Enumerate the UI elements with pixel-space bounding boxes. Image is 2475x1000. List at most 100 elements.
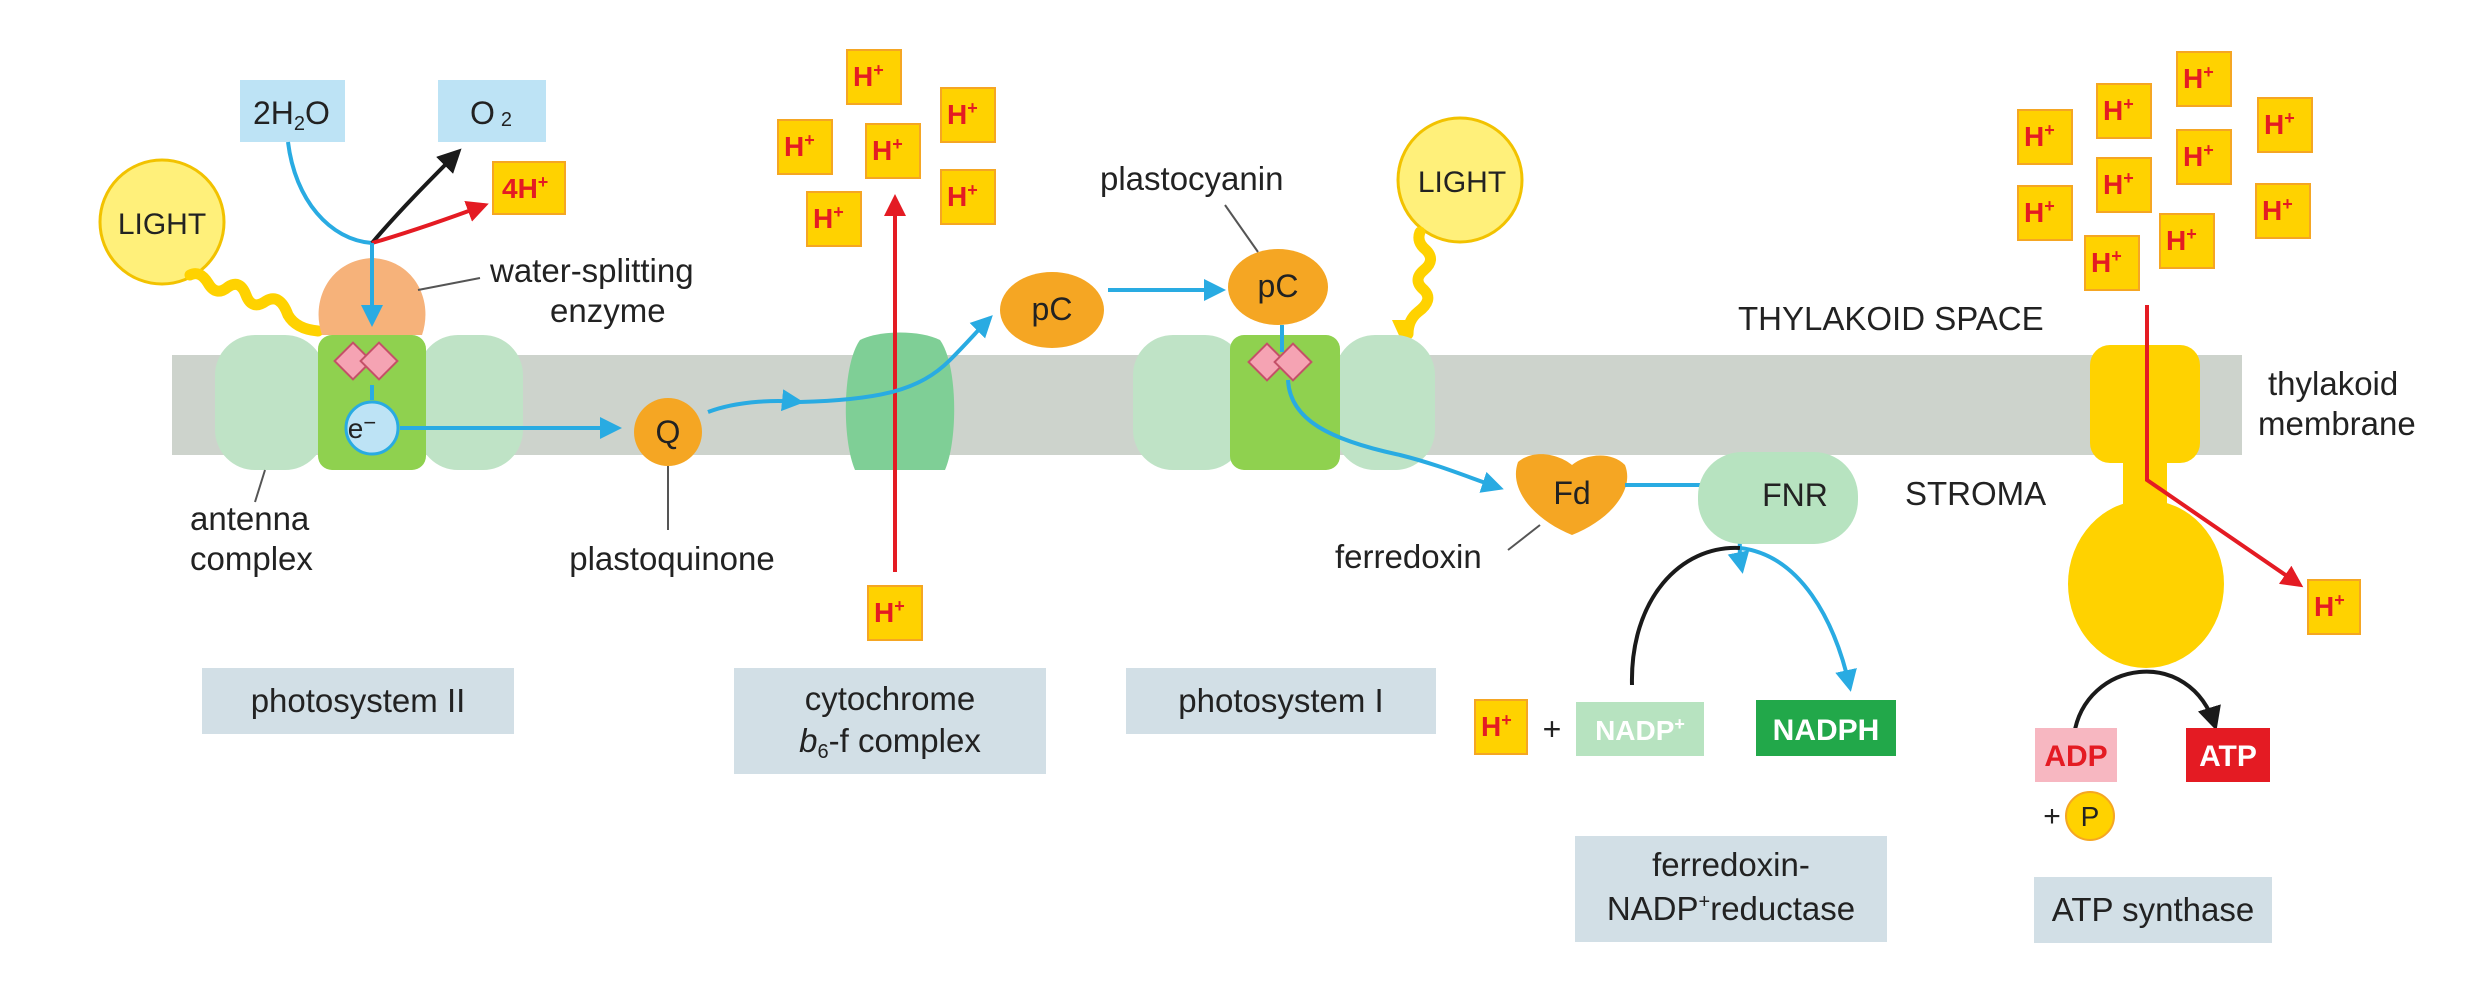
- svg-text:H+: H+: [947, 180, 978, 212]
- cytochrome-caption-line1: cytochrome: [805, 680, 976, 717]
- phosphate-node: [2065, 791, 2115, 841]
- plastoquinone-label: plastoquinone: [569, 540, 775, 577]
- photosystem-i: LIGHT photosystem I: [1126, 116, 1524, 734]
- nadp-reduction-curve: [1629, 545, 1741, 686]
- psi-light-label: LIGHT: [1418, 166, 1506, 199]
- psi-light-arrowhead: [1392, 320, 1416, 342]
- lumen-proton: H+: [2176, 51, 2232, 107]
- psi-light-wave: [1402, 226, 1436, 340]
- psi-antenna-left: [1133, 335, 1245, 470]
- stroma-label: STROMA: [1905, 475, 2046, 512]
- proton-release-arrow: [371, 200, 489, 245]
- fnr-caption-line2: NADP+reductase: [1607, 890, 1855, 927]
- svg-text:H+: H+: [2262, 194, 2293, 226]
- nadp-proton-label: H+: [1481, 710, 1512, 742]
- oxygen-box: [438, 80, 546, 142]
- svg-text:H+: H+: [2024, 120, 2055, 152]
- nadp-proton-badge: H+: [1474, 699, 1528, 755]
- plastocyanin-label: plastocyanin: [1100, 160, 1283, 197]
- proton-4h-label: 4H+: [502, 172, 548, 204]
- svg-text:H+: H+: [872, 134, 903, 166]
- atp-synthase-head: [2068, 500, 2224, 668]
- atp-formation-arrow: [2072, 669, 2221, 736]
- svg-text:H+: H+: [2183, 140, 2214, 172]
- lumen-proton: H+: [940, 87, 996, 143]
- psii-electron-label: e−: [348, 410, 376, 444]
- lumen-proton: H+: [2096, 83, 2152, 139]
- psii-light-label: LIGHT: [118, 208, 206, 241]
- thylakoid-membrane-label-line2: membrane: [2258, 405, 2416, 442]
- nadp-label: NADP+: [1595, 714, 1685, 746]
- ferredoxin-label: ferredoxin: [1335, 538, 1482, 575]
- atp-synthase-caption-box: [2034, 877, 2272, 943]
- fnr-caption-line1: ferredoxin-: [1652, 846, 1810, 883]
- cytochrome-caption-box: [734, 668, 1046, 774]
- lumen-proton: H+: [2096, 157, 2152, 213]
- atp-exit-proton-badge: H+: [2307, 579, 2361, 635]
- antenna-leader-line: [254, 469, 266, 503]
- svg-text:H+: H+: [853, 60, 884, 92]
- fnr-caption-box: [1575, 836, 1887, 942]
- cytochrome-b6f-complex: cytochrome b6-f complex: [734, 194, 1046, 774]
- ferredoxin-leader-line: [1507, 524, 1541, 551]
- antenna-label-line1: antenna: [190, 500, 310, 537]
- lumen-proton: H+: [865, 123, 921, 179]
- nadp-plus-sign: +: [1543, 711, 1562, 747]
- plastoquinone-symbol: Q: [656, 414, 681, 450]
- psii-light-wave: [184, 268, 324, 337]
- psi-antenna-right: [1335, 335, 1435, 470]
- psii-electron: [344, 400, 400, 456]
- psii-caption: photosystem II: [251, 682, 466, 719]
- psii-antenna-right: [418, 335, 523, 470]
- enzyme-label-line2: enzyme: [550, 292, 666, 329]
- nadph-label: NADPH: [1773, 714, 1880, 747]
- atp-label: ATP: [2199, 740, 2257, 773]
- fnr-node: [1698, 452, 1858, 544]
- enzyme-leader-line: [417, 277, 481, 291]
- adp-label: ADP: [2044, 740, 2107, 773]
- svg-text:H+: H+: [2166, 224, 2197, 256]
- lumen-proton: H+: [2255, 183, 2311, 239]
- ferredoxin: Fd ferredoxin: [1335, 454, 1628, 575]
- water-to-enzyme-arrow: [286, 141, 373, 245]
- lumen-proton: H+: [940, 169, 996, 225]
- atp-box: [2186, 728, 2270, 782]
- cytochrome-stroma-proton-label: H+: [874, 596, 905, 628]
- svg-text:H+: H+: [784, 130, 815, 162]
- lumen-proton: H+: [777, 119, 833, 175]
- atp-exit-proton-label: H+: [2314, 590, 2345, 622]
- nadph-formation-arrow: [1739, 546, 1857, 692]
- lumen-proton: H+: [2017, 109, 2073, 165]
- plastocyanin: pC pC plastocyanin: [1000, 160, 1328, 348]
- lumen-proton: H+: [2159, 213, 2215, 269]
- psii-pigment-right: [359, 341, 399, 381]
- plastocyanin-symbol-1: pC: [1032, 291, 1073, 327]
- phosphate-plus-sign: +: [2043, 800, 2061, 833]
- plastoquinone: Q plastoquinone: [569, 398, 775, 577]
- psi-to-ferredoxin-arrow: [1286, 379, 1504, 493]
- atp-synthase: H+ ADP ATP + P ATP synthase: [2034, 305, 2361, 943]
- water-label: 2H2O: [253, 95, 330, 135]
- svg-text:H+: H+: [2264, 108, 2295, 140]
- plastocyanin-leader-line: [1224, 204, 1259, 253]
- oxygen-release-arrow: [370, 148, 462, 245]
- cytochrome-caption-line2: b6-f complex: [799, 722, 981, 763]
- antenna-label-line2: complex: [190, 540, 313, 577]
- psi-pigment-left: [1247, 342, 1287, 382]
- fnr-symbol: FNR: [1762, 477, 1828, 513]
- nadp-box: [1576, 702, 1704, 756]
- svg-text:H+: H+: [813, 202, 844, 234]
- lumen-proton-cluster-cytochrome: H+ H+ H+ H+ H+ H+: [777, 49, 996, 247]
- plastocyanin-symbol-2: pC: [1258, 268, 1299, 304]
- plastoquinone-to-cytochrome-arrow: [707, 389, 804, 414]
- plastocyanin-node-2: [1228, 249, 1328, 325]
- svg-text:H+: H+: [2103, 168, 2134, 200]
- lumen-proton: H+: [2084, 235, 2140, 291]
- water-box: [240, 80, 345, 142]
- ferredoxin-symbol: Fd: [1553, 475, 1590, 511]
- lumen-proton-cluster-atp: H+ H+ H+ H+ H+ H+ H+ H+ H+ H+: [2017, 51, 2313, 291]
- atp-synthase-caption: ATP synthase: [2052, 891, 2254, 928]
- nadph-box: [1756, 700, 1896, 756]
- cytochrome-stroma-proton: H+: [867, 585, 923, 641]
